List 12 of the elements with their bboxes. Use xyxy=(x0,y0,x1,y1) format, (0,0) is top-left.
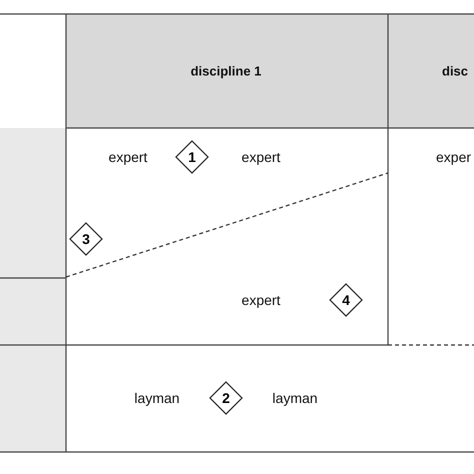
cell-text: exper xyxy=(436,149,472,165)
cell-text: layman xyxy=(134,390,180,406)
number-diamond: 1 xyxy=(175,140,209,174)
number-diamond: 2 xyxy=(209,381,243,415)
column-header: discipline 1 xyxy=(190,64,262,78)
cell-text: expert xyxy=(242,149,280,165)
cell-text: expert xyxy=(242,292,280,308)
cell-text: expert xyxy=(108,149,148,165)
number-diamond: 3 xyxy=(69,222,103,256)
column-header: disc xyxy=(442,64,468,78)
number-diamond: 4 xyxy=(329,283,363,317)
cell-text: layman xyxy=(272,390,318,406)
